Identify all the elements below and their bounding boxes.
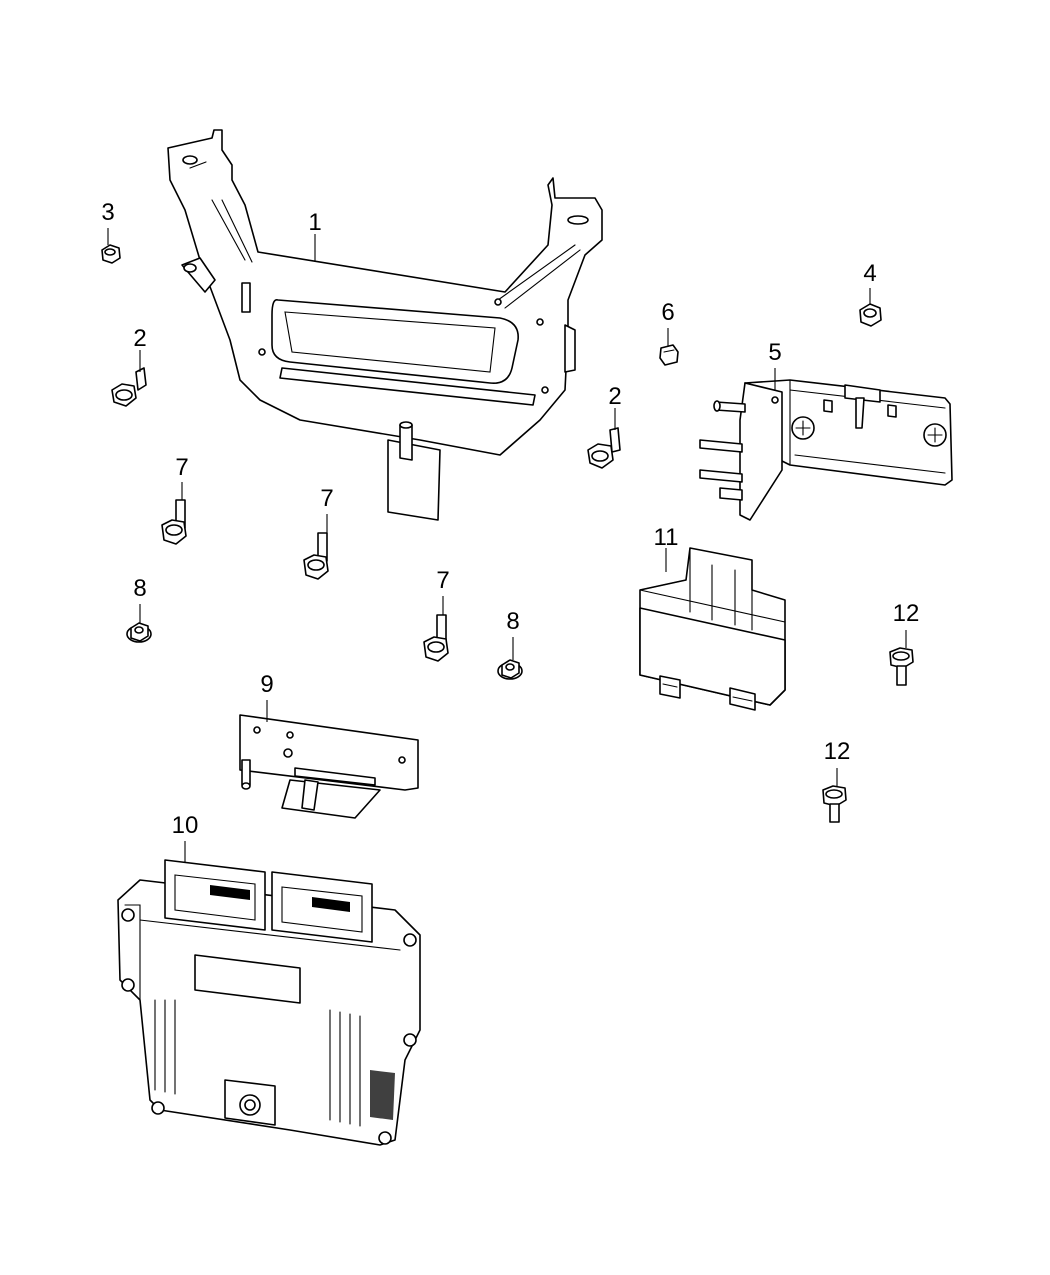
callout-5: 5 [768, 339, 782, 390]
callout-6: 6 [661, 299, 675, 346]
callout-label: 7 [436, 567, 449, 594]
callout-2-left: 2 [133, 325, 147, 372]
callout-label: 8 [133, 575, 146, 602]
callout-7a: 7 [175, 454, 189, 500]
part-2-bolt-left[interactable] [111, 367, 147, 407]
callout-label: 11 [654, 524, 679, 551]
callout-label: 9 [260, 671, 273, 698]
part-9-ecu-bracket[interactable] [239, 714, 419, 819]
callout-label: 5 [768, 339, 781, 366]
part-7-bolt-a[interactable] [161, 499, 187, 545]
callout-label: 3 [101, 199, 114, 226]
callouts: 1 2 2 3 4 5 6 7 [101, 199, 919, 862]
callout-4: 4 [863, 260, 877, 305]
callout-8b: 8 [506, 608, 520, 660]
callout-label: 12 [893, 600, 920, 627]
part-8-flange-nut-a[interactable] [126, 622, 152, 643]
part-7-bolt-c[interactable] [423, 614, 449, 662]
callout-11: 11 [654, 524, 679, 572]
part-3-nut[interactable] [101, 244, 121, 264]
part-2-bolt-right[interactable] [587, 427, 621, 469]
part-6-clip-nut[interactable] [659, 344, 679, 366]
callout-2-right: 2 [608, 383, 622, 430]
part-8-flange-nut-b[interactable] [497, 659, 523, 680]
callout-3: 3 [101, 199, 115, 245]
part-4-nut[interactable] [859, 303, 882, 327]
callout-label: 6 [661, 299, 674, 326]
part-12-bolt-a[interactable] [889, 647, 914, 686]
part-1-mounting-bracket[interactable] [167, 129, 603, 521]
callout-7c: 7 [436, 567, 450, 615]
callout-label: 1 [308, 209, 321, 236]
callout-9: 9 [260, 671, 274, 722]
callout-1: 1 [308, 209, 322, 262]
part-11-relay-module[interactable] [639, 547, 786, 711]
callout-7b: 7 [320, 485, 334, 533]
callout-label: 10 [172, 812, 199, 839]
callout-label: 8 [506, 608, 519, 635]
callout-12b: 12 [824, 738, 851, 786]
callout-label: 12 [824, 738, 851, 765]
callout-12a: 12 [893, 600, 920, 648]
part-10-ecu[interactable] [117, 859, 421, 1146]
callout-label: 7 [175, 454, 188, 481]
callout-label: 4 [863, 260, 876, 287]
part-7-bolt-b[interactable] [303, 532, 329, 580]
part-5-relay-bracket[interactable] [699, 379, 953, 521]
part-12-bolt-b[interactable] [822, 785, 847, 823]
callout-label: 2 [608, 383, 621, 410]
callout-label: 2 [133, 325, 146, 352]
callout-8a: 8 [133, 575, 147, 623]
callout-label: 7 [320, 485, 333, 512]
callout-10: 10 [172, 812, 199, 862]
